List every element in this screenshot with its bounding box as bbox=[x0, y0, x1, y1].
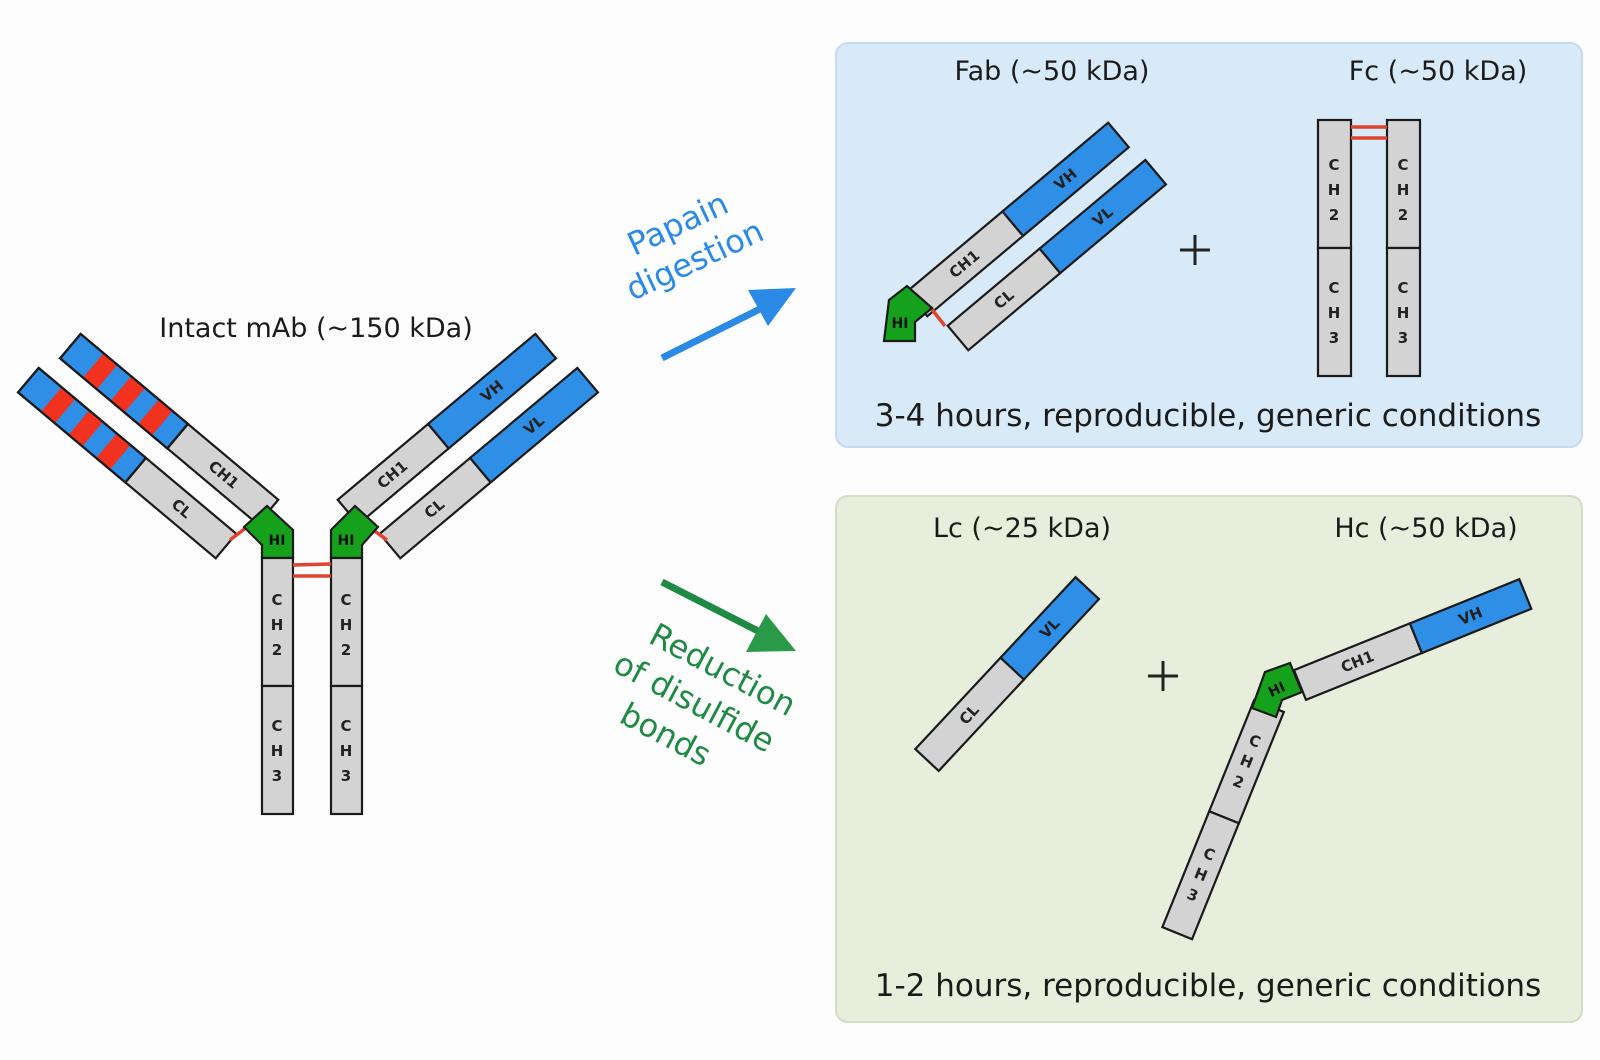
intact-right-light-arm: CL VL bbox=[378, 366, 600, 560]
svg-text:HI: HI bbox=[1266, 679, 1288, 701]
fab-hl-disulfide bbox=[928, 305, 947, 328]
svg-text:H: H bbox=[271, 742, 284, 760]
svg-text:H: H bbox=[1192, 864, 1210, 885]
intact-right-ch3 bbox=[329, 684, 364, 816]
svg-text:H: H bbox=[1328, 304, 1341, 322]
fc-left-ch3 bbox=[1316, 246, 1353, 378]
intact-right-fc: C H 2 C H 3 bbox=[329, 556, 364, 816]
svg-text:C: C bbox=[271, 717, 282, 735]
svg-text:3: 3 bbox=[341, 767, 351, 785]
lc-title: Lc (~25 kDa) bbox=[933, 513, 1111, 544]
intact-mab-title: Intact mAb (~150 kDa) bbox=[159, 313, 473, 344]
fab-light-chain: CL VL bbox=[946, 158, 1168, 352]
svg-text:H: H bbox=[1237, 751, 1255, 772]
fc-right-ch2 bbox=[1385, 118, 1422, 250]
papain-arrow bbox=[660, 288, 796, 362]
plus-sign-bottom bbox=[1148, 661, 1178, 691]
svg-text:2: 2 bbox=[272, 641, 282, 659]
intact-left-fc: C H 2 C H 3 bbox=[260, 556, 295, 816]
intact-right-vh bbox=[426, 332, 558, 450]
svg-text:H: H bbox=[1328, 181, 1341, 199]
intact-left-hl-disulfide bbox=[228, 525, 249, 542]
fab-hinge: HI bbox=[882, 284, 934, 343]
plus-sign-top bbox=[1180, 235, 1210, 265]
svg-text:C: C bbox=[1397, 156, 1408, 174]
papain-result-panel bbox=[835, 42, 1583, 448]
intact-left-heavy-arm: CH1 bbox=[58, 332, 280, 526]
svg-text:HI: HI bbox=[892, 316, 909, 332]
intact-left-vl-cdr bbox=[16, 366, 148, 484]
reduction-arrow bbox=[660, 578, 796, 652]
svg-text:C: C bbox=[1397, 279, 1408, 297]
intact-left-vh-cdr bbox=[58, 332, 190, 450]
fc-left-ch2 bbox=[1316, 118, 1353, 250]
svg-text:C: C bbox=[1328, 279, 1339, 297]
intact-hinge-disulfide-bonds bbox=[292, 562, 332, 578]
lc-vl bbox=[998, 575, 1101, 682]
hc-hinge: HI bbox=[1250, 661, 1304, 719]
svg-text:C: C bbox=[340, 717, 351, 735]
svg-text:HI: HI bbox=[338, 533, 355, 549]
svg-text:2: 2 bbox=[1398, 206, 1408, 224]
intact-left-ch3 bbox=[260, 684, 295, 816]
hc-ch3 bbox=[1160, 809, 1241, 941]
papain-footer: 3-4 hours, reproducible, generic conditi… bbox=[875, 398, 1541, 434]
papain-label: Papain digestion bbox=[620, 184, 769, 308]
fab-vh bbox=[1000, 121, 1131, 238]
hc-title: Hc (~50 kDa) bbox=[1334, 513, 1517, 544]
intact-right-heavy-arm: CH1 VH bbox=[336, 332, 558, 526]
fc-title: Fc (~50 kDa) bbox=[1349, 56, 1528, 87]
reduction-label: Reduction of disulfide bonds bbox=[608, 615, 803, 774]
svg-text:3: 3 bbox=[272, 767, 282, 785]
reduction-result-panel bbox=[835, 495, 1583, 1023]
intact-left-light-arm: CL bbox=[16, 366, 238, 560]
svg-text:C: C bbox=[1328, 156, 1339, 174]
intact-left-ch2 bbox=[260, 556, 295, 688]
reduction-footer: 1-2 hours, reproducible, generic conditi… bbox=[875, 968, 1541, 1004]
hc-fc-arm: C H 2 C H 3 bbox=[1160, 698, 1286, 941]
hc-vh bbox=[1408, 577, 1533, 655]
svg-text:H: H bbox=[271, 616, 284, 634]
svg-text:3: 3 bbox=[1329, 329, 1339, 347]
svg-text:C: C bbox=[340, 591, 351, 609]
heavy-chain-fragment: CH1 VH C H 2 C H 3 HI bbox=[1160, 577, 1533, 941]
light-chain-fragment: CL VL bbox=[913, 575, 1101, 773]
svg-text:2: 2 bbox=[1329, 206, 1339, 224]
svg-text:H: H bbox=[1397, 181, 1410, 199]
papain-arrow-head bbox=[748, 288, 796, 326]
fc-fragment: C H 2 C H 3 C H 2 C H 3 bbox=[1316, 118, 1422, 378]
svg-text:2: 2 bbox=[341, 641, 351, 659]
intact-right-vl bbox=[468, 366, 600, 484]
svg-text:H: H bbox=[340, 742, 353, 760]
reduction-arrow-head bbox=[746, 614, 796, 652]
fc-right-ch3 bbox=[1385, 246, 1422, 378]
svg-text:H: H bbox=[1397, 304, 1410, 322]
svg-text:3: 3 bbox=[1398, 329, 1408, 347]
fab-title: Fab (~50 kDa) bbox=[955, 56, 1150, 87]
svg-text:C: C bbox=[271, 591, 282, 609]
fab-vl bbox=[1038, 158, 1168, 275]
svg-text:H: H bbox=[340, 616, 353, 634]
svg-text:HI: HI bbox=[269, 533, 286, 549]
